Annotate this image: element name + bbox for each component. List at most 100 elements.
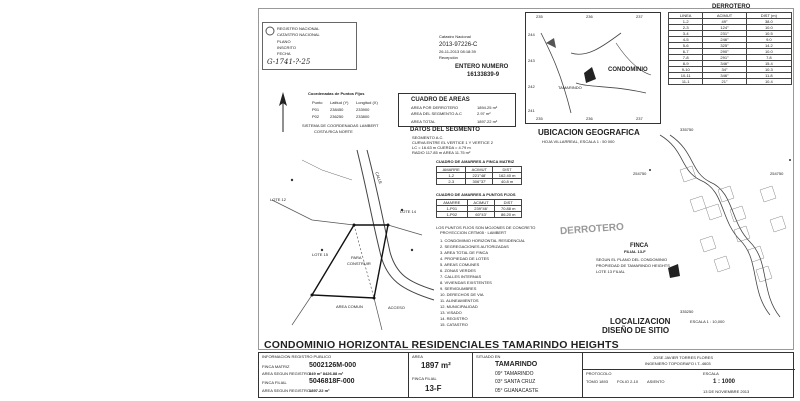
note-line: LOS PUNTOS FIJOS SON MOJONES DE CONCRETO (436, 225, 536, 230)
derrotero-cell: 10.4 (745, 78, 793, 85)
coords-block: Coordenadas de Puntos Fijos Punto Latitu… (300, 92, 390, 142)
location-map: 235 236 237 244 243 242 241 235 236 237 … (525, 12, 661, 124)
catastro-block: Catastro Nacional 2013-97226-C 26-11-201… (425, 32, 525, 84)
map-number: 243 (528, 58, 535, 63)
map-tamarindo-label: TAMARINDO (558, 85, 582, 90)
drawing-label: LOTE 15 (312, 252, 329, 257)
finca-line: PROPIEDAD DE TAMARINDO HEIGHTS (596, 263, 670, 268)
fecha-value: 13 DE NOVIEMBRE 2013 (703, 389, 750, 394)
drawing-label: PARA (351, 255, 362, 260)
finca-subtitle: FILIAL 13-F (624, 249, 646, 254)
note-line: 4. PROPIEDAD DE LOTES (440, 256, 489, 261)
protocolo-label: PROTOCOLO (586, 371, 612, 376)
finca-matriz-value: 5002126M-000 (309, 362, 357, 369)
north-arrow-icon (279, 92, 287, 132)
notes-block: LOS PUNTOS FIJOS SON MOJONES DE CONCRETO… (436, 226, 581, 336)
coords-cell: 238450 (330, 107, 344, 112)
situado-value: TAMARINDO (495, 361, 538, 368)
site-coord: 254750 (633, 171, 647, 176)
map-number: 237 (636, 116, 643, 121)
location-subtitle: HOJA VILLARREAL, ESCALA 1 : 50 000 (542, 139, 615, 144)
stamp-handwritten: G-1741-?-25 (267, 58, 311, 66)
title-block: INFORMACION REGISTRO PUBLICO FINCA MATRI… (258, 352, 795, 398)
stamp-line: CATASTRO NACIONAL (277, 32, 320, 37)
map-number: 235 (536, 14, 543, 19)
catastro-label: Catastro Nacional (439, 34, 471, 39)
note-line: 7. CALLES INTERNAS (440, 274, 482, 279)
coords-header: Latitud (Y) (330, 100, 349, 105)
parcel-drawing (271, 149, 435, 331)
asiento-label: ASIENTO (647, 379, 665, 384)
coords-header: Punto (312, 100, 323, 105)
coords-cell: 233900 (356, 107, 370, 112)
note-line: 5. AREAS COMUNES (440, 262, 480, 267)
amarre1-cell: 2-3 (435, 178, 467, 185)
finca-filial-value: 5046818F-000 (309, 378, 355, 385)
note-line: 9. SERVIDUMBRES (440, 286, 477, 291)
finca-label: FINCA FILIAL (412, 376, 437, 381)
coords-cell: 236250 (330, 114, 344, 119)
stamp-line: INSCRITO (277, 45, 297, 50)
tomo-value: TOMO 1893 (586, 379, 608, 384)
coords-cell: P01 (312, 107, 320, 112)
areas-title: CUADRO DE AREAS (411, 97, 470, 103)
finca-value: 13-F (425, 384, 442, 393)
finca-matriz-label: FINCA MATRIZ (262, 364, 290, 369)
registry-info-title: INFORMACION REGISTRO PUBLICO (262, 354, 332, 359)
segment-line: CURVA ENTRE EL VERTICE 1 Y VERTICE 2 (412, 140, 493, 145)
amarre2-cell: 60°43' (466, 211, 496, 218)
drawing-zone-label: DERROTERO (559, 221, 625, 238)
amarre1-title: CUADRO DE AMARRES A FINCA MATRIZ (436, 159, 515, 164)
areas-label: AREA POR DERROTERO (411, 105, 459, 110)
amarre2-cell: 1-P02 (436, 211, 468, 218)
areas-value: 1894.25 m² (477, 105, 498, 110)
note-line: 1. CONDOMINIO HORIZONTAL RESIDENCIAL (440, 238, 526, 243)
note-line: 13. VISADO (440, 310, 462, 315)
site-coord: 335750 (680, 127, 694, 132)
catastro-sub: Recepción (439, 55, 458, 60)
drawing-label: ACCESO (388, 305, 405, 310)
map-number: 241 (528, 108, 535, 113)
canton-value: 03° SANTA CRUZ (495, 379, 536, 385)
coords-cell: P02 (312, 114, 320, 119)
map-number: 244 (528, 32, 535, 37)
coords-note: SISTEMA DE COORDENADAS LAMBERT (302, 123, 379, 128)
amarre1-cell: 306°37' (465, 178, 494, 185)
catastro-datetime: 26-11-2013 08:18:39 (439, 49, 476, 54)
segment-title: DATOS DEL SEGMENTO (410, 127, 480, 133)
map-roads (540, 32, 652, 114)
stamp-line: PLANO (277, 39, 291, 44)
drawing-label: CONSTRUIR (347, 261, 371, 266)
site-coord: 254750 (770, 171, 784, 176)
amarre1-cell: 40.8 m (492, 178, 522, 185)
catastro-number: 2013-97226-C (439, 42, 478, 48)
note-line: 14. REGISTRO (440, 316, 468, 321)
note-line: 10. DERECHOS DE VIA (440, 292, 484, 297)
derrotero-cell: 21° (702, 78, 747, 85)
site-plan-map (649, 134, 791, 318)
distrito-value: 09° TAMARINDO (495, 371, 534, 377)
drawing-label: LOTE 14 (400, 209, 417, 214)
areas-label: AREA DEL SEGMENTO A.C (411, 111, 462, 116)
professional-line: INGENIERO TOPOGRAFO I.T.-4603 (645, 361, 711, 366)
coords-note: COSTA RICA NORTE (314, 129, 353, 134)
amarre2-title: CUADRO DE AMARRES A PUNTOS FIJOS (436, 192, 516, 197)
escala-value: 1 : 1000 (713, 379, 736, 385)
area-matriz-label: AREA SEGUN REGISTRO (262, 371, 311, 376)
plan-title: CONDOMINIO HORIZONTAL RESIDENCIALES TAMA… (264, 339, 619, 351)
site-coord: 335250 (680, 309, 694, 314)
map-number: 236 (586, 14, 593, 19)
stamp-line: REGISTRO NACIONAL (277, 26, 320, 31)
segment-line: LC = 16.63 m CUERDA = 4.79 m (412, 145, 471, 150)
localizacion-title: LOCALIZACION (610, 317, 671, 326)
localizacion-subtitle: DISEÑO DE SITIO (602, 326, 670, 335)
escala-label: ESCALA (703, 371, 719, 376)
entero-label: ENTERO NUMERO (455, 64, 509, 70)
segment-line: SEGMENTO A.C. (412, 135, 444, 140)
area-label: AREA (412, 354, 423, 359)
map-number: 235 (536, 116, 543, 121)
localizacion-scale: ESCALA 1 : 10,000 (690, 319, 725, 324)
